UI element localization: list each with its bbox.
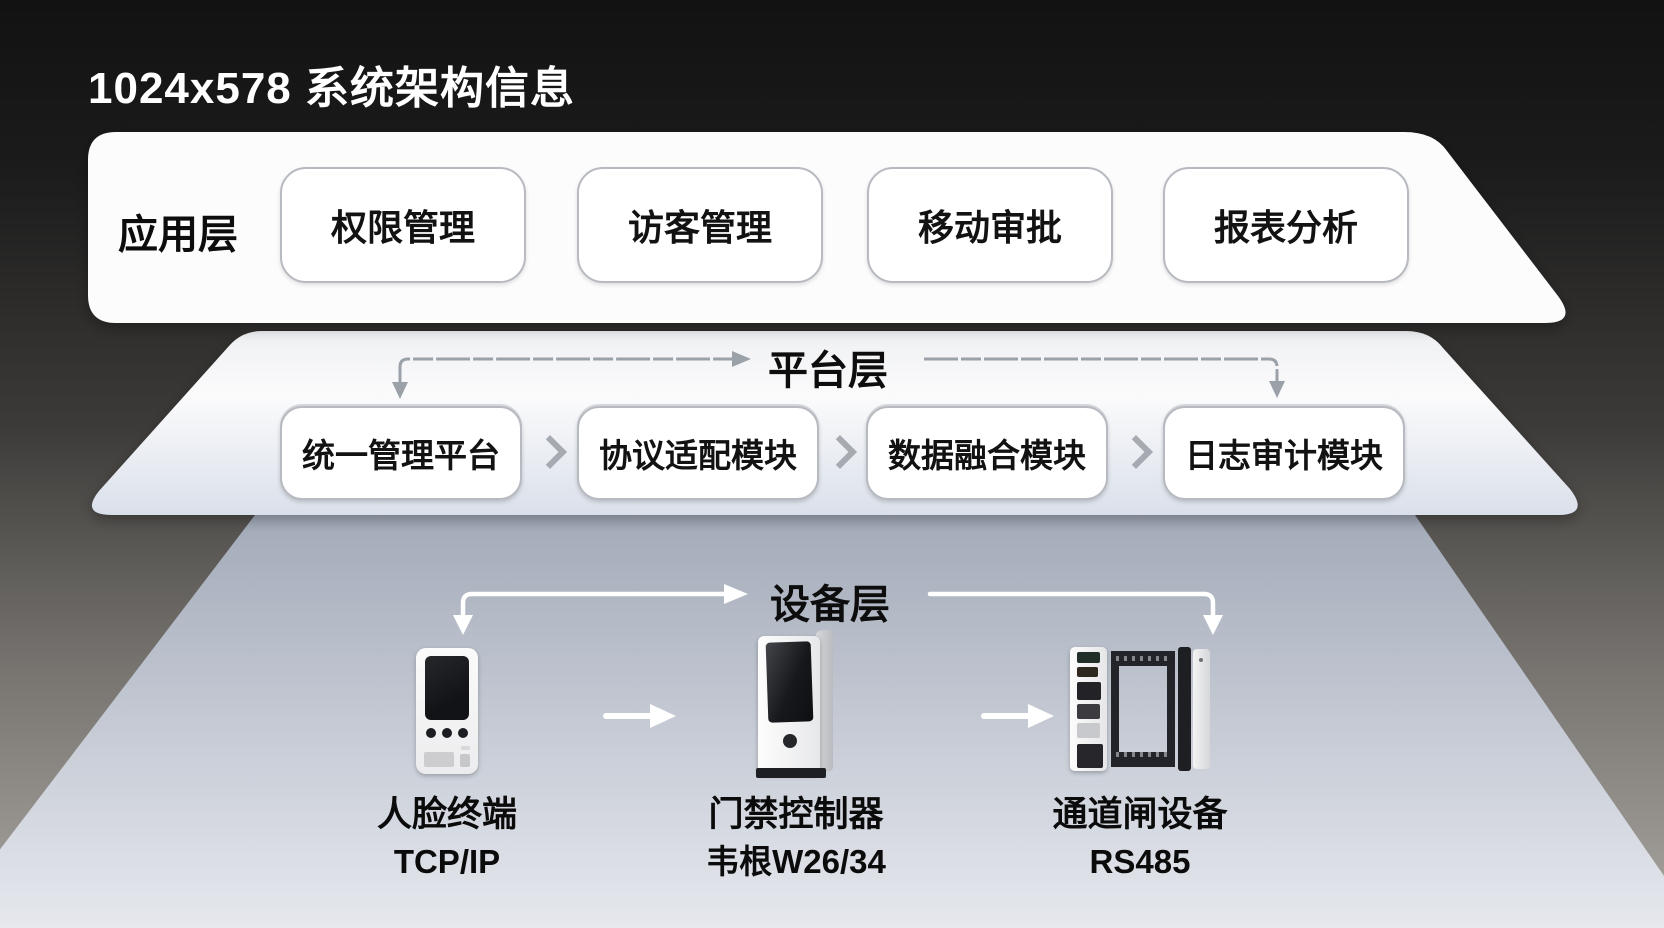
gate-reader [1077, 682, 1101, 700]
gate-indicator [1077, 667, 1098, 677]
app-box-permission: 权限管理 [280, 167, 526, 283]
device-caption-access-controller: 门禁控制器 韦根W26/34 [636, 792, 956, 886]
device-name: 通道闸设备 [1052, 795, 1228, 834]
device-layer-label: 设备层 [770, 583, 890, 627]
platform-box-management: 统一管理平台 [280, 406, 522, 500]
platform-connector-left-down-arrowhead [392, 382, 408, 399]
device-connector-left-down-arrowhead [453, 615, 473, 635]
face-terminal-icon [416, 648, 478, 774]
device-flow-arrow-2-head [1028, 704, 1054, 728]
device-protocol: TCP/IP [393, 843, 501, 880]
platform-box-protocol-adapter: 协议适配模块 [577, 406, 819, 500]
face-terminal-key [460, 754, 470, 767]
device-caption-turnstile-gate: 通道闸设备 RS485 [980, 792, 1300, 886]
platform-connector-left [398, 357, 732, 386]
gate-panel-light [1077, 723, 1100, 738]
device-protocol: RS485 [1089, 843, 1191, 880]
access-controller-icon [756, 628, 838, 780]
turnstile-gate-icon [1070, 645, 1210, 773]
gate-base-module [1077, 744, 1103, 768]
gate-frame-dots-bottom [1116, 752, 1170, 757]
platform-connector-right-down-arrowhead [1269, 381, 1285, 398]
face-terminal-mark [461, 746, 470, 750]
platform-box-data-fusion: 数据融合模块 [866, 406, 1108, 500]
gate-right-bar [1178, 647, 1191, 771]
device-protocol: 韦根W26/34 [706, 843, 886, 880]
device-connector-right-down-arrowhead [1203, 615, 1223, 635]
platform-connector-left-right-arrowhead [732, 351, 751, 367]
gate-right-pillar-dot [1199, 658, 1203, 662]
access-controller-screen [765, 641, 814, 723]
gate-right-pillar [1193, 649, 1210, 769]
access-controller-base [756, 768, 826, 778]
device-connector-left-right-arrowhead [724, 584, 748, 604]
gate-panel [1077, 704, 1100, 719]
device-name: 门禁控制器 [708, 795, 884, 834]
app-box-report: 报表分析 [1163, 167, 1409, 283]
application-layer-label: 应用层 [118, 213, 238, 257]
device-flow-arrow-1-head [650, 704, 676, 728]
app-box-mobile-approval: 移动审批 [867, 167, 1113, 283]
device-connector-right [927, 591, 1216, 621]
device-caption-face-terminal: 人脸终端 TCP/IP [287, 792, 607, 886]
face-terminal-card-slot [424, 752, 454, 767]
device-name: 人脸终端 [376, 795, 517, 834]
platform-connector-right [924, 357, 1279, 384]
access-controller-button [783, 734, 797, 748]
platform-layer-label: 平台层 [768, 349, 888, 393]
gate-frame-dots-top [1116, 656, 1170, 661]
gate-frame [1111, 651, 1175, 767]
page-title: 1024x578 系统架构信息 [88, 64, 575, 113]
gate-display [1077, 652, 1100, 663]
app-box-visitor: 访客管理 [577, 167, 823, 283]
device-connector-left [460, 591, 727, 621]
face-terminal-screen [425, 656, 469, 720]
face-terminal-buttons [416, 728, 478, 738]
platform-box-log-audit: 日志审计模块 [1163, 406, 1405, 500]
